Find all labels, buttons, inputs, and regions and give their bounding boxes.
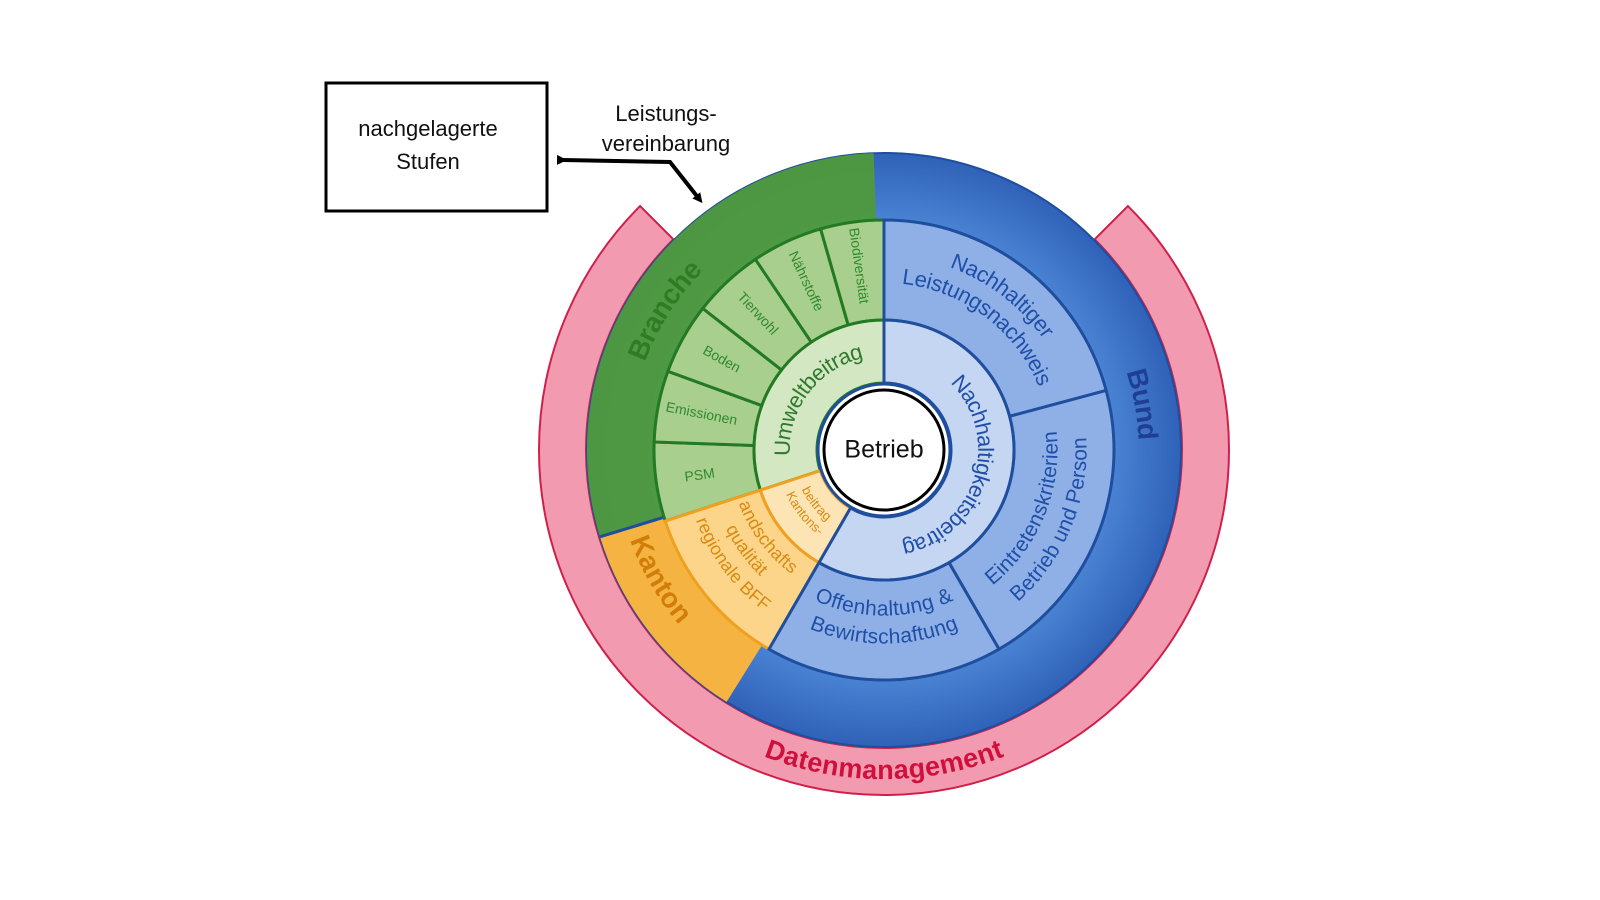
green-sector-label: PSM [683, 465, 715, 485]
agreement-label: Leistungs- vereinbarung [602, 101, 730, 156]
kanton-band [599, 517, 763, 702]
branche-band [587, 153, 876, 537]
double-arrow [556, 154, 703, 204]
farm-center [822, 388, 946, 512]
agreement-line-1: Leistungs- [615, 101, 717, 126]
downstream-box: nachgelagerte Stufen [324, 81, 549, 213]
center-label: Betrieb [844, 436, 923, 464]
box-line-1: nachgelagerte [358, 116, 497, 141]
agreement-line-2: vereinbarung [602, 131, 730, 156]
box-line-2: Stufen [396, 149, 460, 174]
